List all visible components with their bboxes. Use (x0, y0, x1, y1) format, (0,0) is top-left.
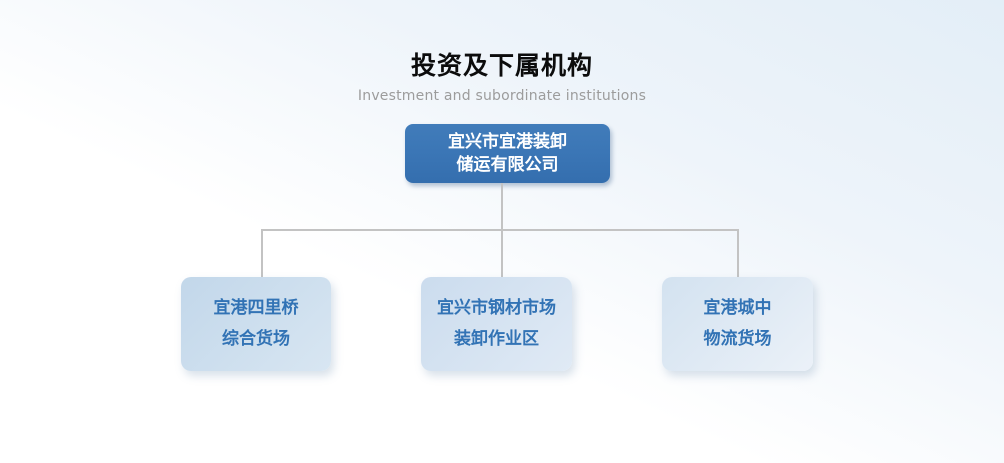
org-node-child-3-line2: 物流货场 (703, 329, 772, 349)
connector-drop-left (261, 231, 263, 277)
connector-drop-middle (501, 231, 503, 277)
org-node-child-1-line1: 宜港四里桥 (213, 298, 299, 318)
page-header: 投资及下属机构 Investment and subordinate insti… (0, 46, 1004, 104)
org-node-child-3-line1: 宜港城中 (703, 298, 772, 318)
org-node-child-1: 宜港四里桥 综合货场 (181, 277, 331, 371)
org-node-child-3: 宜港城中 物流货场 (662, 277, 813, 371)
org-node-child-2-line1: 宜兴市钢材市场 (437, 298, 556, 318)
connector-drop-right (737, 231, 739, 277)
page-subtitle: Investment and subordinate institutions (357, 88, 647, 104)
org-node-child-1-line2: 综合货场 (222, 329, 290, 349)
connector-horizontal (261, 229, 739, 231)
org-node-child-2: 宜兴市钢材市场 装卸作业区 (421, 277, 572, 371)
org-node-child-2-line2: 装卸作业区 (454, 329, 539, 349)
connector-root-vertical (501, 183, 503, 231)
org-node-root-line1: 宜兴市宜港装卸 (448, 131, 567, 152)
org-node-root-line2: 储运有限公司 (456, 154, 559, 175)
org-node-root: 宜兴市宜港装卸 储运有限公司 (405, 124, 610, 183)
page-title: 投资及下属机构 (410, 51, 593, 80)
